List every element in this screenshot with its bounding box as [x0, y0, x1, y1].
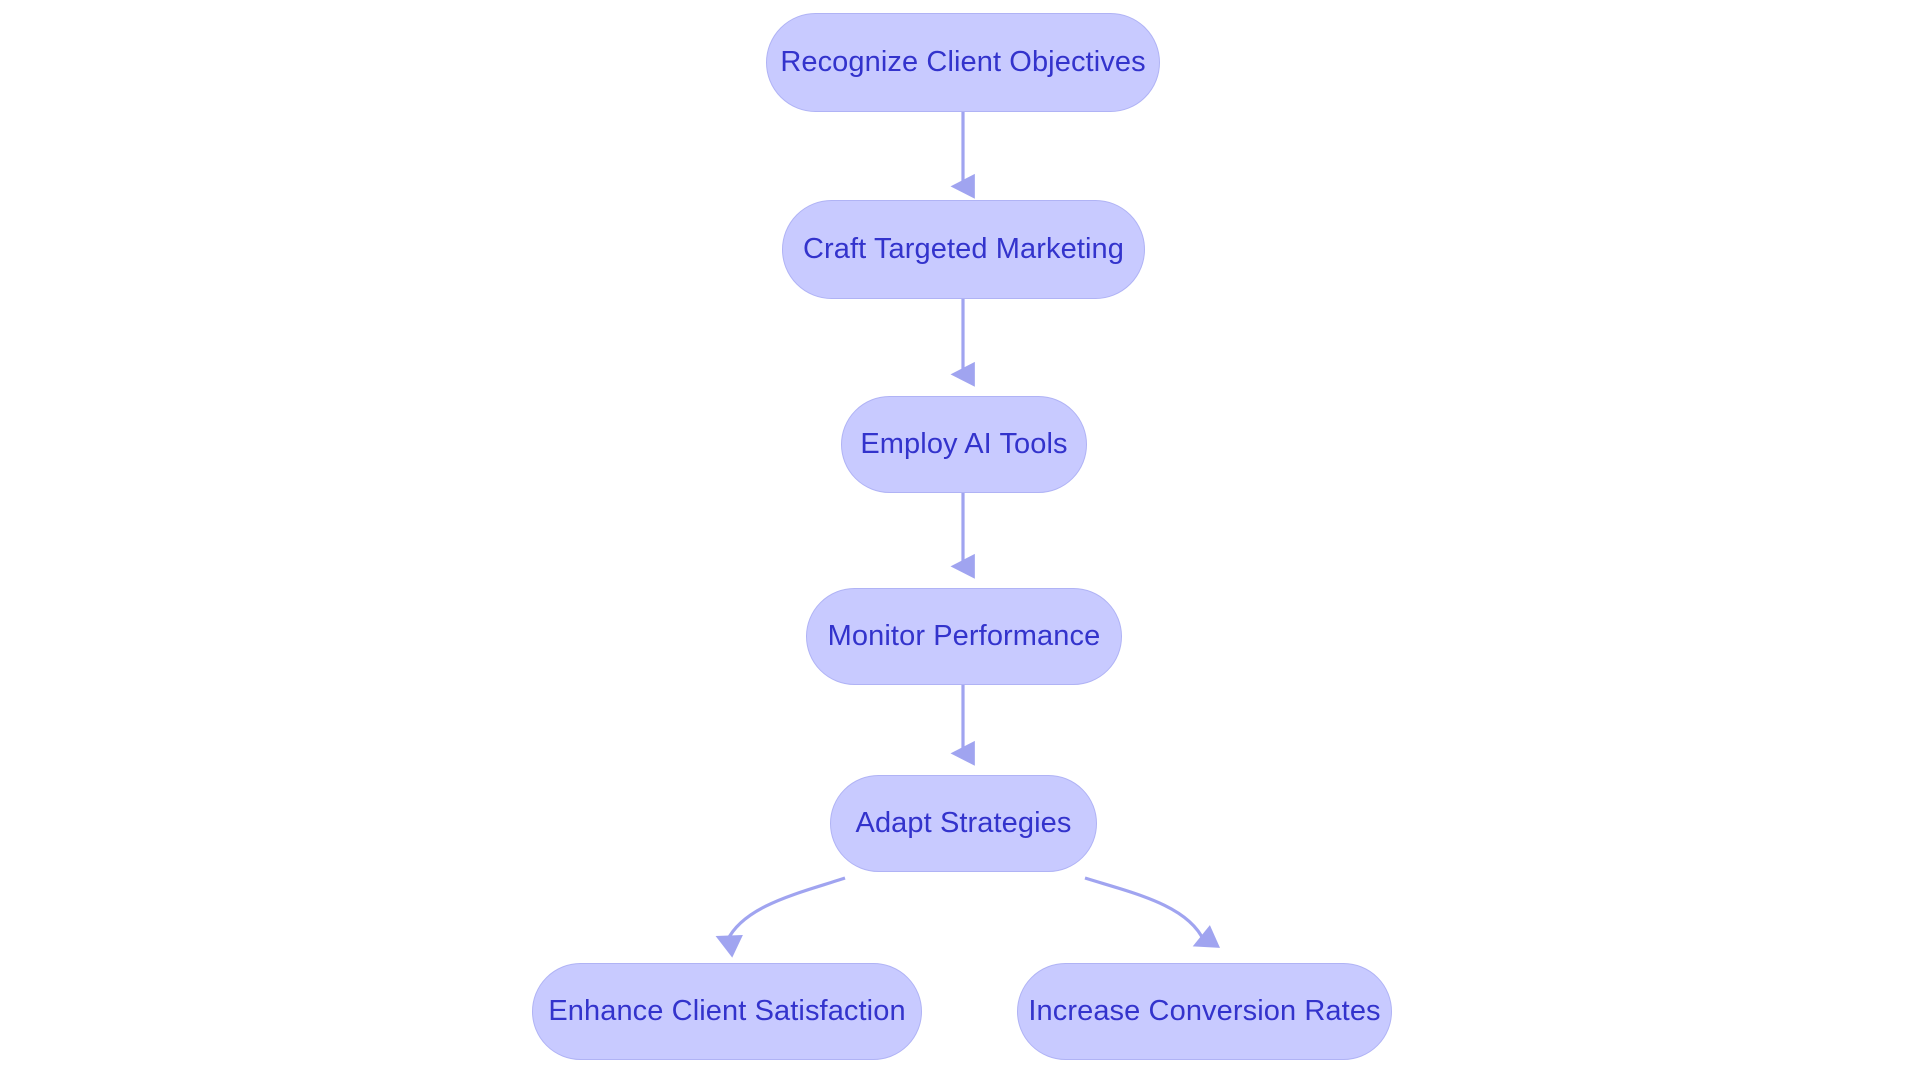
node-increase-conversion-rates[interactable]: Increase Conversion Rates: [1017, 963, 1392, 1060]
node-label: Adapt Strategies: [855, 806, 1072, 839]
node-label: Employ AI Tools: [860, 427, 1068, 460]
edge-adapt-to-increase: [1084, 876, 1221, 948]
node-employ-ai-tools[interactable]: Employ AI Tools: [841, 396, 1087, 493]
node-enhance-client-satisfaction[interactable]: Enhance Client Satisfaction: [532, 963, 922, 1060]
node-craft-targeted-marketing[interactable]: Craft Targeted Marketing: [782, 200, 1145, 299]
node-label: Monitor Performance: [827, 619, 1101, 652]
node-label: Craft Targeted Marketing: [802, 232, 1125, 265]
node-label: Increase Conversion Rates: [1028, 994, 1381, 1027]
node-adapt-strategies[interactable]: Adapt Strategies: [830, 775, 1097, 872]
node-label: Recognize Client Objectives: [780, 45, 1146, 78]
node-monitor-performance[interactable]: Monitor Performance: [806, 588, 1122, 685]
edge-adapt-to-enhance: [715, 876, 846, 958]
node-label: Enhance Client Satisfaction: [548, 994, 906, 1027]
node-recognize-client-objectives[interactable]: Recognize Client Objectives: [766, 13, 1160, 112]
